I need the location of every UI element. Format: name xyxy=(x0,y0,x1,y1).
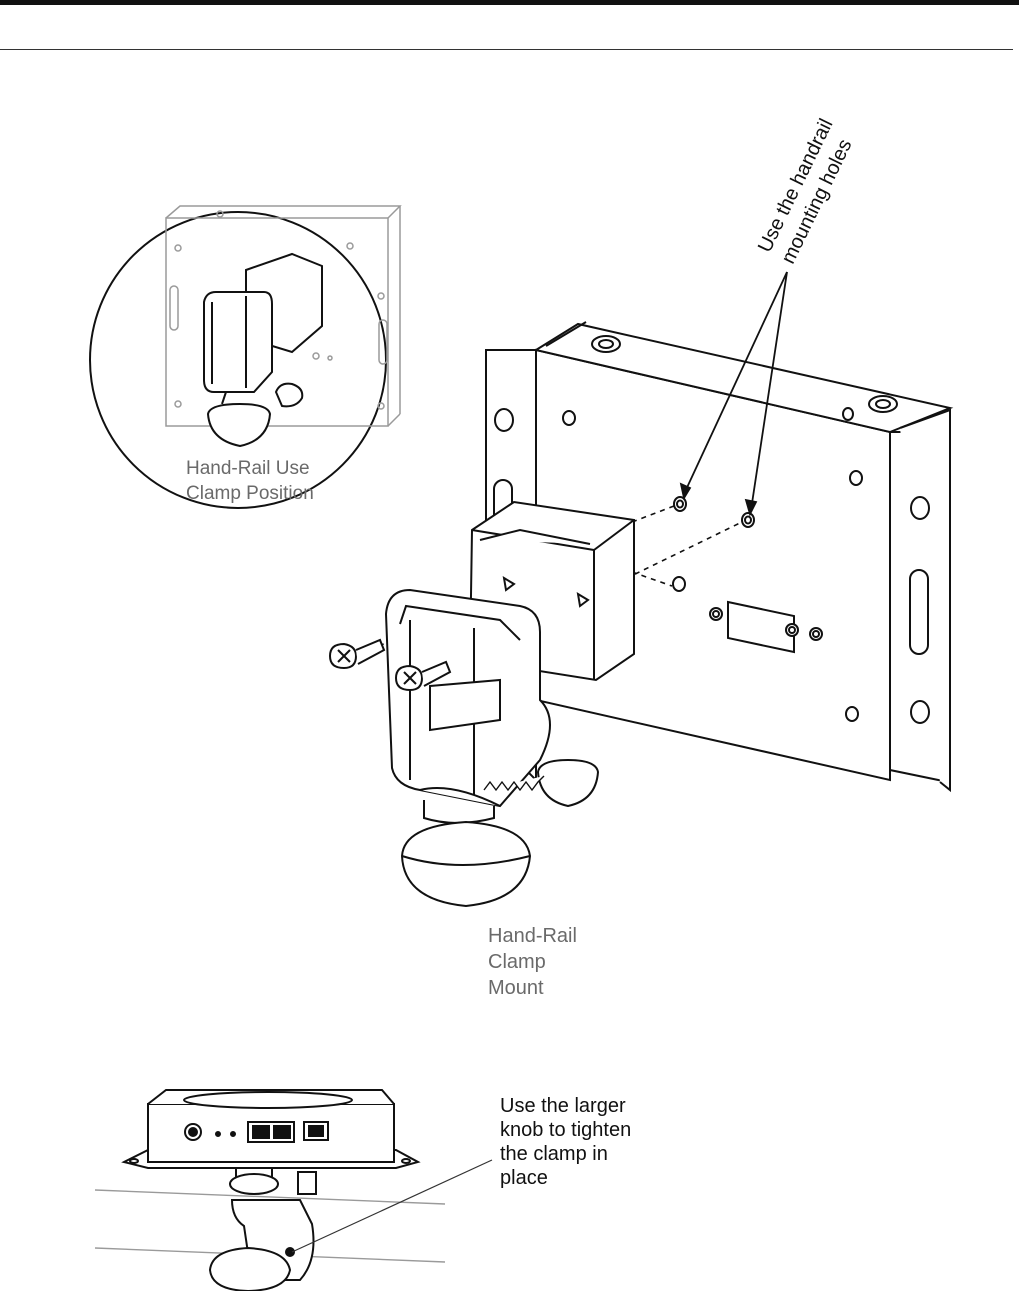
bottom-figure xyxy=(95,1090,492,1291)
main-caption: Hand-Rail Clamp Mount xyxy=(488,923,577,1001)
inset-caption: Hand-Rail Use Clamp Position xyxy=(186,456,314,506)
knob-callout: Use the larger knob to tighten the clamp… xyxy=(500,1094,631,1190)
